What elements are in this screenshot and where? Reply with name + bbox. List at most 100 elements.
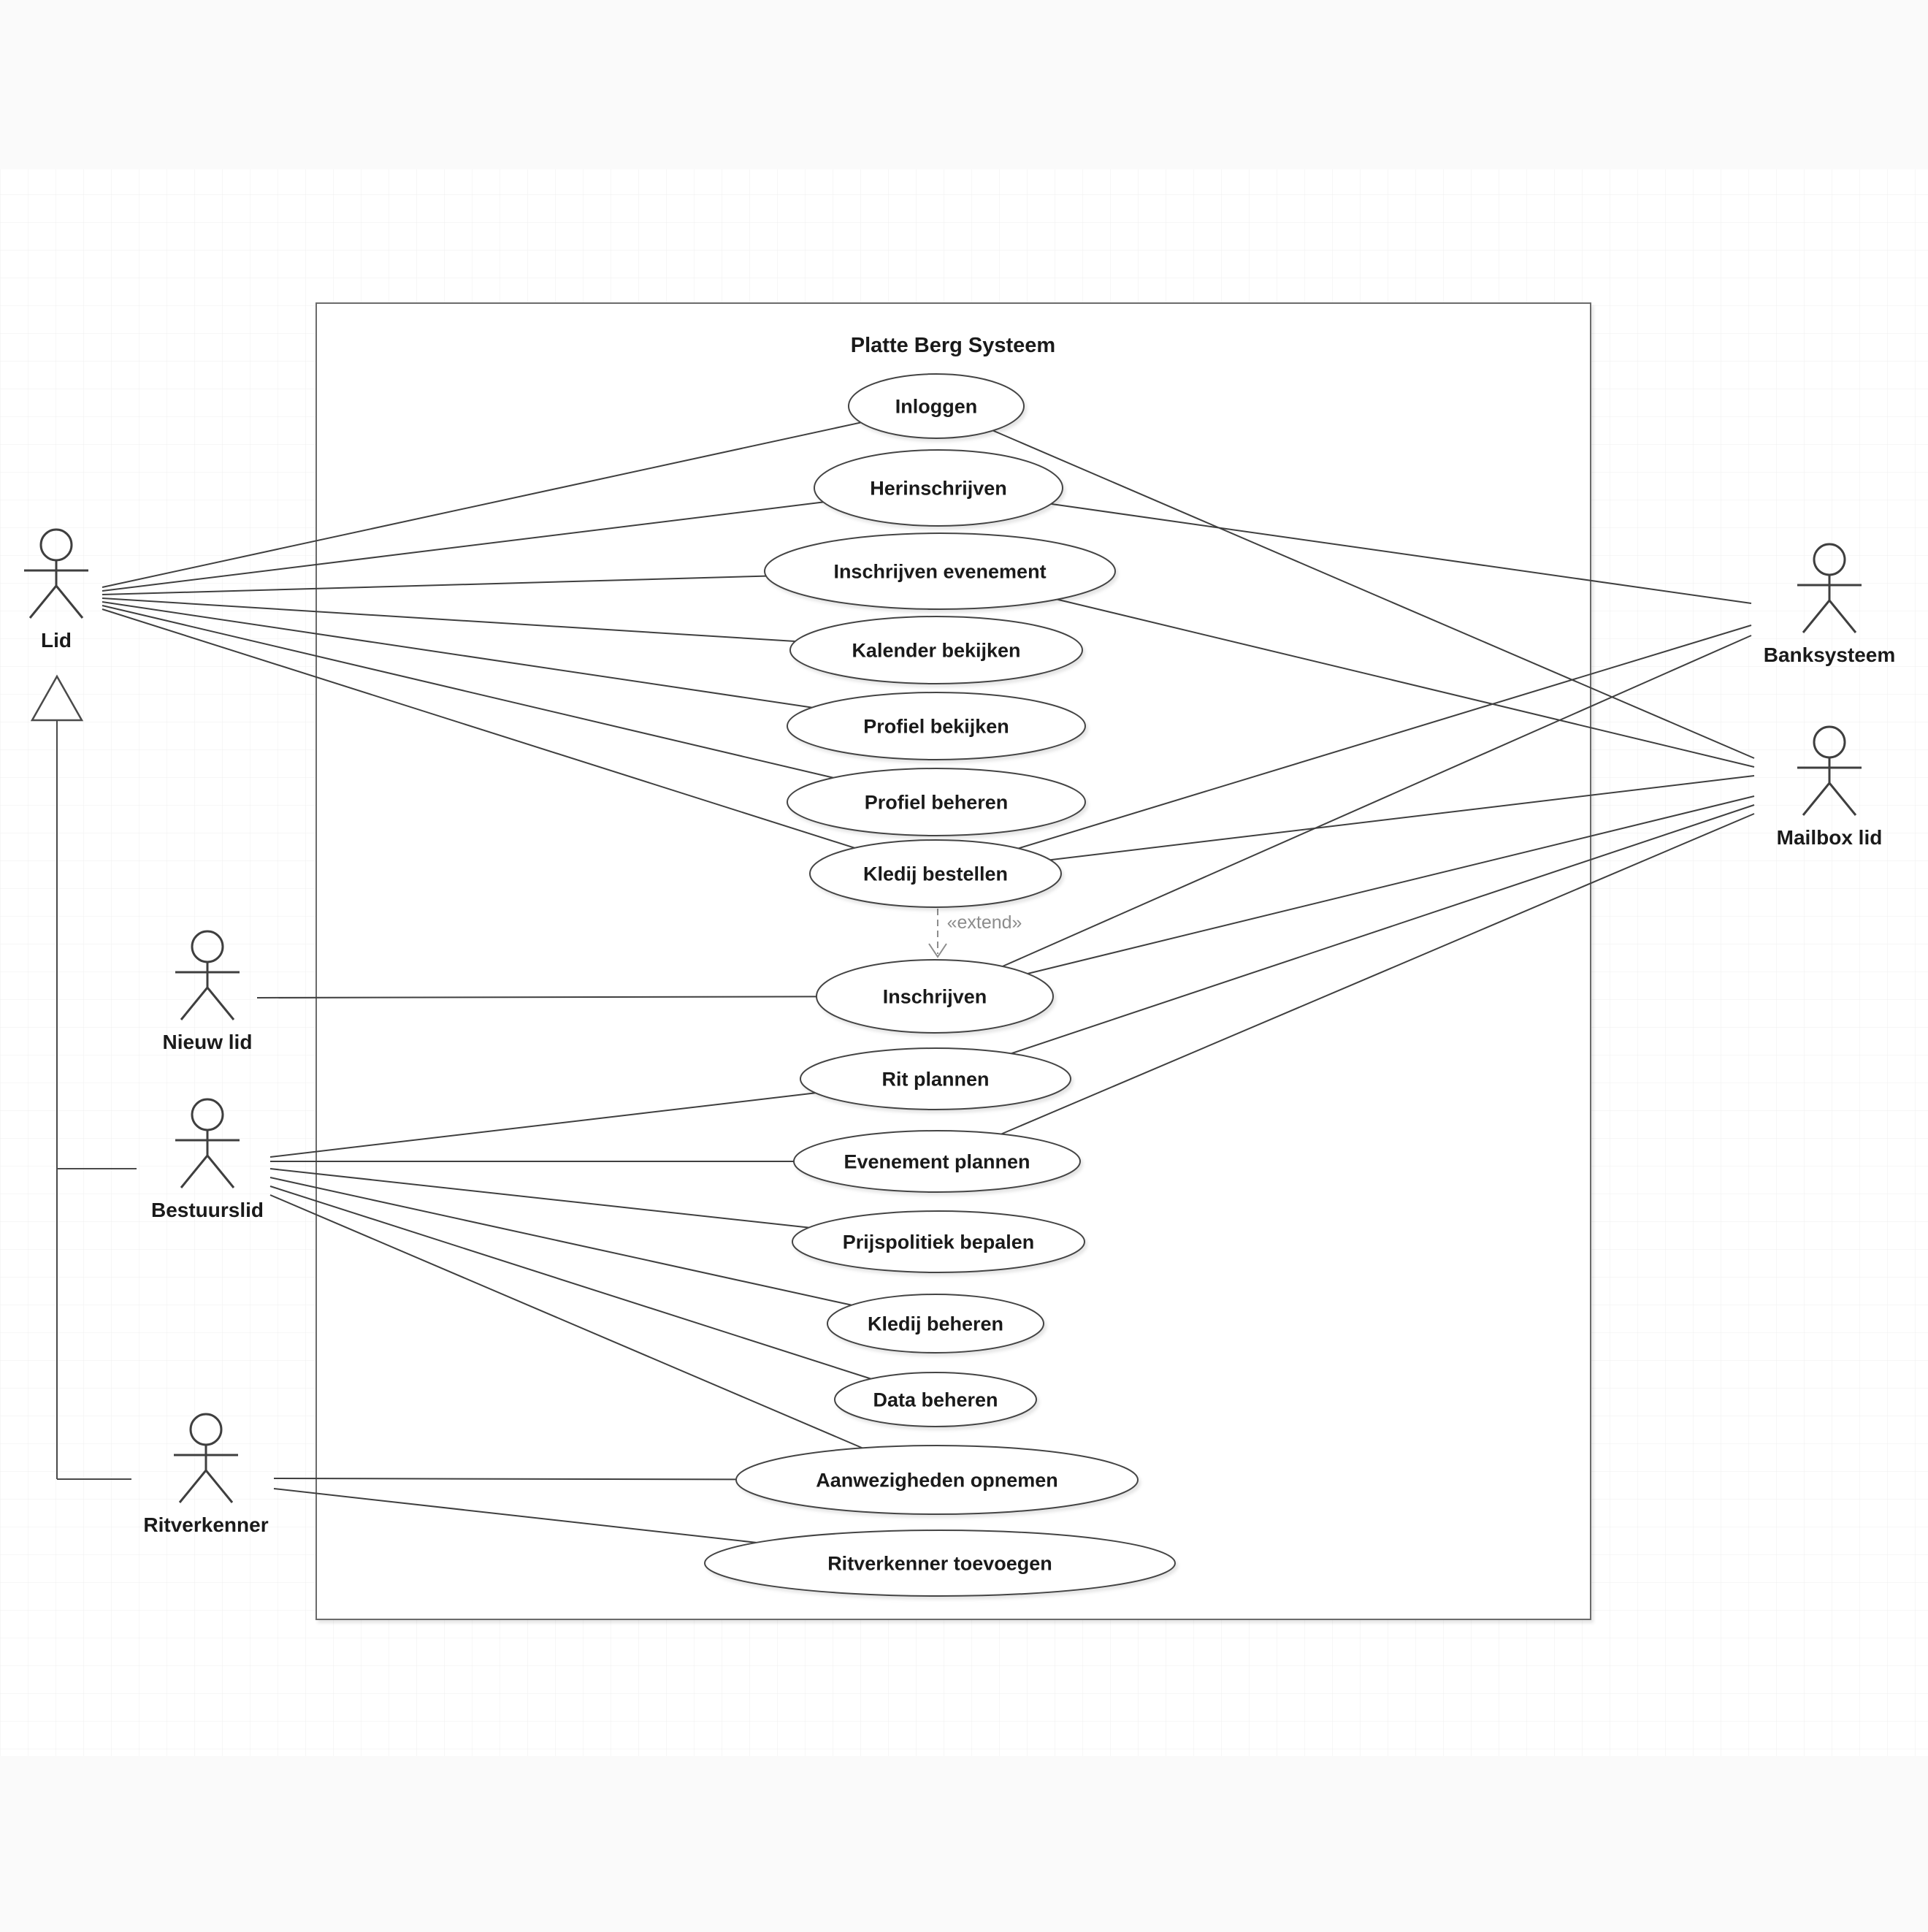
association-ritverkenner-ritverkenner_toevoegen[interactable]: [273, 1488, 757, 1543]
usecase-kledij_beheren[interactable]: Kledij beheren: [827, 1294, 1044, 1353]
usecase-ellipse-profiel_beheren[interactable]: [787, 768, 1086, 836]
usecase-ellipse-herinschrijven[interactable]: [814, 449, 1063, 527]
actor-leg-right-icon: [1828, 782, 1857, 816]
actor-label-lid: Lid: [41, 629, 72, 652]
usecase-label-kledij_beheren: Kledij beheren: [868, 1313, 1003, 1335]
usecase-label-rit_plannen: Rit plannen: [882, 1068, 990, 1090]
association-nieuw_lid-inschrijven[interactable]: [256, 996, 817, 999]
association-banksysteem-herinschrijven[interactable]: [1051, 503, 1752, 604]
actor-label-nieuw_lid: Nieuw lid: [163, 1031, 253, 1053]
association-mailbox_lid-evenement_plannen[interactable]: [1001, 813, 1755, 1135]
usecase-inschrijven[interactable]: Inschrijven: [816, 959, 1054, 1034]
usecase-herinschrijven[interactable]: Herinschrijven: [814, 449, 1063, 527]
usecase-ritverkenner_toevoegen[interactable]: Ritverkenner toevoegen: [704, 1530, 1176, 1597]
actor-label-banksysteem: Banksysteem: [1764, 644, 1896, 666]
usecase-label-profiel_beheren: Profiel beheren: [865, 791, 1009, 813]
usecase-ellipse-ritverkenner_toevoegen[interactable]: [704, 1530, 1176, 1597]
generalization-layer: [30, 674, 137, 1480]
usecase-label-inloggen: Inloggen: [895, 395, 977, 417]
association-lid-inschrijven_evenement[interactable]: [102, 575, 766, 595]
actor-label-ritverkenner: Ritverkenner: [143, 1513, 268, 1536]
actor-leg-left-icon: [1802, 782, 1831, 816]
usecase-label-profiel_bekijken: Profiel bekijken: [863, 715, 1009, 737]
usecase-prijspolitiek_bepalen[interactable]: Prijspolitiek bepalen: [792, 1210, 1085, 1273]
usecase-label-data_beheren: Data beheren: [873, 1389, 998, 1410]
association-bestuurslid-prijspolitiek_bepalen[interactable]: [269, 1168, 809, 1229]
edges-layer: «extend»: [102, 421, 1755, 1543]
usecase-aanwezigheden_opnemen[interactable]: Aanwezigheden opnemen: [735, 1445, 1139, 1515]
usecase-inschrijven_evenement[interactable]: Inschrijven evenement: [764, 532, 1116, 610]
actor-leg-left-icon: [28, 585, 58, 619]
usecase-label-kalender_bekijken: Kalender bekijken: [852, 639, 1020, 661]
usecase-ellipse-evenement_plannen[interactable]: [793, 1130, 1081, 1193]
usecase-profiel_bekijken[interactable]: Profiel bekijken: [787, 692, 1086, 760]
association-lid-inloggen[interactable]: [102, 421, 861, 588]
extend-label: «extend»: [947, 912, 1022, 933]
usecase-label-prijspolitiek_bepalen: Prijspolitiek bepalen: [843, 1231, 1035, 1253]
actor-lid[interactable]: Lid: [24, 528, 88, 652]
actor-leg-right-icon: [204, 1470, 234, 1503]
usecase-kledij_bestellen[interactable]: Kledij bestellen: [809, 839, 1062, 908]
usecase-ellipse-inloggen[interactable]: [848, 373, 1025, 439]
association-bestuurslid-kledij_beheren[interactable]: [269, 1177, 852, 1306]
actor-banksysteem[interactable]: Banksysteem: [1764, 543, 1896, 666]
association-lid-profiel_beheren[interactable]: [102, 605, 834, 779]
association-mailbox_lid-inschrijven_evenement[interactable]: [1057, 598, 1755, 768]
usecase-kalender_bekijken[interactable]: Kalender bekijken: [789, 616, 1083, 684]
actor-leg-left-icon: [180, 1155, 209, 1188]
usecase-ellipse-rit_plannen[interactable]: [800, 1047, 1071, 1110]
usecase-ellipse-aanwezigheden_opnemen[interactable]: [735, 1445, 1139, 1515]
actor-leg-right-icon: [55, 585, 84, 619]
usecase-label-ritverkenner_toevoegen: Ritverkenner toevoegen: [827, 1552, 1052, 1574]
usecase-ellipse-inschrijven_evenement[interactable]: [764, 532, 1116, 610]
association-bestuurslid-rit_plannen[interactable]: [269, 1092, 816, 1158]
actor-ritverkenner[interactable]: Ritverkenner: [143, 1413, 269, 1536]
usecase-ellipse-profiel_bekijken[interactable]: [787, 692, 1086, 760]
association-lid-kledij_bestellen[interactable]: [102, 608, 855, 849]
usecase-label-kledij_bestellen: Kledij bestellen: [863, 863, 1008, 885]
usecase-label-herinschrijven: Herinschrijven: [870, 477, 1007, 499]
actor-leg-left-icon: [178, 1470, 207, 1503]
actor-label-bestuurslid: Bestuurslid: [151, 1199, 264, 1221]
actor-leg-right-icon: [206, 987, 235, 1020]
usecase-data_beheren[interactable]: Data beheren: [834, 1372, 1037, 1427]
association-banksysteem-kledij_bestellen[interactable]: [1018, 625, 1752, 849]
usecase-label-aanwezigheden_opnemen: Aanwezigheden opnemen: [816, 1469, 1058, 1491]
association-banksysteem-inschrijven[interactable]: [1002, 635, 1752, 967]
usecase-label-inschrijven: Inschrijven: [883, 985, 987, 1007]
generalization-triangle-icon: [30, 674, 84, 722]
usecase-ellipse-kalender_bekijken[interactable]: [789, 616, 1083, 684]
actor-leg-right-icon: [206, 1155, 235, 1188]
usecase-ellipse-inschrijven[interactable]: [816, 959, 1054, 1034]
association-lid-herinschrijven[interactable]: [102, 501, 824, 592]
association-lid-kalender_bekijken[interactable]: [102, 597, 795, 642]
association-mailbox_lid-kledij_bestellen[interactable]: [1049, 775, 1755, 861]
association-lid-profiel_bekijken[interactable]: [102, 601, 812, 709]
association-bestuurslid-aanwezigheden_opnemen[interactable]: [269, 1194, 863, 1449]
association-mailbox_lid-rit_plannen[interactable]: [1011, 804, 1755, 1055]
association-mailbox_lid-inschrijven[interactable]: [1027, 795, 1755, 974]
actor-bestuurslid[interactable]: Bestuurslid: [151, 1098, 264, 1221]
usecase-ellipse-kledij_beheren[interactable]: [827, 1294, 1044, 1353]
association-bestuurslid-data_beheren[interactable]: [269, 1185, 871, 1380]
usecase-ellipse-prijspolitiek_bepalen[interactable]: [792, 1210, 1085, 1273]
actor-leg-left-icon: [1802, 600, 1831, 633]
usecase-ellipse-kledij_bestellen[interactable]: [809, 839, 1062, 908]
usecase-inloggen[interactable]: Inloggen: [848, 373, 1025, 439]
usecase-evenement_plannen[interactable]: Evenement plannen: [793, 1130, 1081, 1193]
usecase-ellipse-data_beheren[interactable]: [834, 1372, 1037, 1427]
usecase-label-inschrijven_evenement: Inschrijven evenement: [833, 560, 1046, 582]
actor-label-mailbox_lid: Mailbox lid: [1777, 826, 1883, 849]
actor-nieuw_lid[interactable]: Nieuw lid: [163, 930, 253, 1053]
usecase-rit_plannen[interactable]: Rit plannen: [800, 1047, 1071, 1110]
actor-mailbox_lid[interactable]: Mailbox lid: [1777, 725, 1883, 849]
usecase-profiel_beheren[interactable]: Profiel beheren: [787, 768, 1086, 836]
actor-leg-right-icon: [1828, 600, 1857, 633]
association-ritverkenner-aanwezigheden_opnemen[interactable]: [273, 1478, 737, 1481]
actor-leg-left-icon: [180, 987, 209, 1020]
association-mailbox_lid-inloggen[interactable]: [992, 429, 1755, 759]
